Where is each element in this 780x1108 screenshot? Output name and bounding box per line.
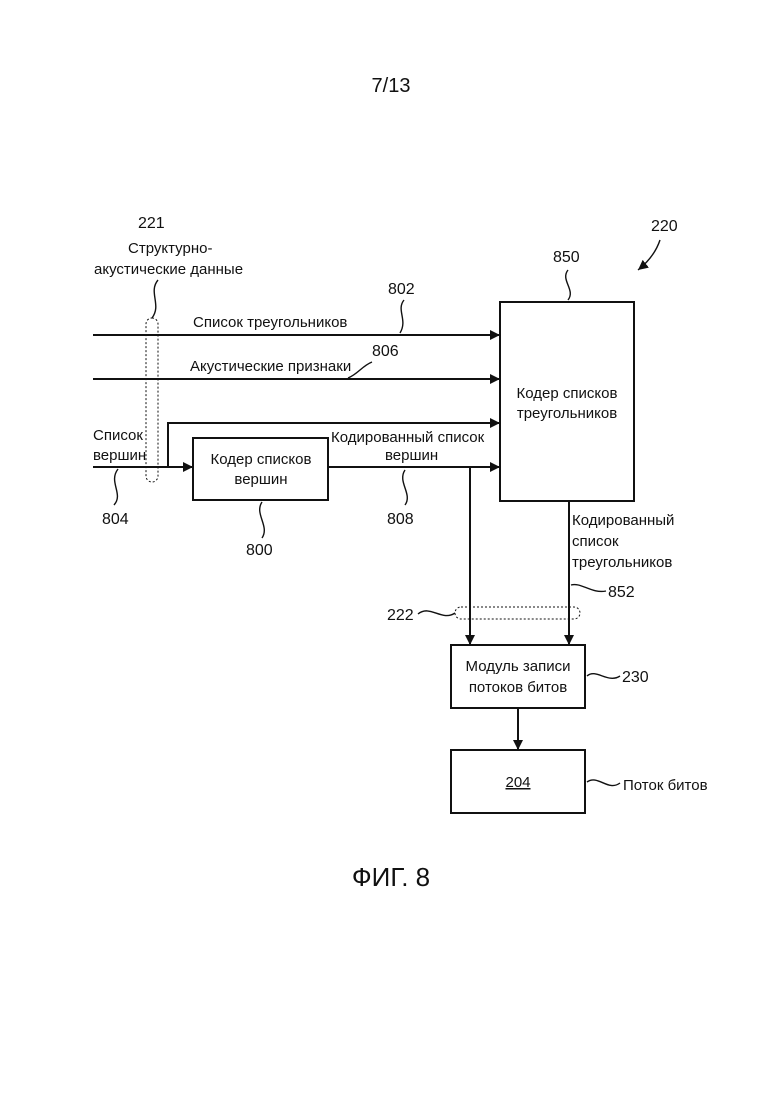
triangle-list-label: Список треугольников: [193, 314, 347, 331]
ref-852: 852: [608, 584, 635, 601]
ref-804: 804: [102, 511, 129, 528]
bitstream-writer-label-1: Модуль записи: [466, 658, 571, 675]
acoustic-data-label-1: Структурно-: [128, 240, 212, 257]
ref-850: 850: [553, 249, 580, 266]
vertex-encoder-label-2: вершин: [234, 471, 287, 488]
ref-806: 806: [372, 343, 399, 360]
ref-802: 802: [388, 281, 415, 298]
ref-220: 220: [651, 218, 678, 235]
ref-802-leader: [400, 300, 404, 333]
ref-804-leader: [114, 469, 118, 505]
encoded-vertex-list-label-2: вершин: [385, 447, 438, 464]
acoustic-features-label: Акустические признаки: [190, 358, 351, 375]
ref-220-arrow: [638, 240, 660, 270]
encoded-data-bundle: [455, 607, 580, 619]
ref-852-leader: [571, 585, 606, 592]
ref-800: 800: [246, 542, 273, 559]
ref-221: 221: [138, 215, 165, 232]
acoustic-data-bundle: [146, 318, 158, 482]
bitstream-writer-label-2: потоков битов: [469, 679, 567, 696]
acoustic-data-label-2: акустические данные: [94, 261, 243, 278]
vertex-encoder-label-1: Кодер списков: [211, 451, 312, 468]
bitstream-leader: [587, 780, 620, 786]
page-number: 7/13: [372, 75, 411, 97]
ref-800-leader: [260, 502, 265, 538]
ref-221-leader: [152, 280, 158, 318]
encoded-triangle-list-label-2: список: [572, 533, 619, 550]
ref-230-leader: [587, 674, 620, 679]
ref-850-leader: [566, 270, 571, 300]
encoded-triangle-list-label-3: треугольников: [572, 554, 672, 571]
bitstream-box-label: 204: [505, 774, 530, 791]
vertex-list-label-2: вершин: [93, 447, 146, 464]
figure-caption: ФИГ. 8: [352, 862, 430, 892]
ref-222: 222: [387, 607, 414, 624]
encoded-vertex-list-label-1: Кодированный список: [331, 429, 485, 446]
ref-808: 808: [387, 511, 414, 528]
ref-806-leader: [348, 362, 372, 378]
bitstream-writer-box: [451, 645, 585, 708]
encoded-triangle-list-label-1: Кодированный: [572, 512, 674, 529]
ref-230: 230: [622, 669, 649, 686]
ref-808-leader: [403, 470, 408, 505]
triangle-encoder-label-2: треугольников: [517, 405, 617, 422]
vertex-list-label-1: Список: [93, 427, 143, 444]
triangle-encoder-label-1: Кодер списков: [517, 385, 618, 402]
bitstream-label: Поток битов: [623, 777, 708, 794]
ref-222-leader: [418, 611, 455, 616]
vertex-encoder-box: [193, 438, 328, 500]
